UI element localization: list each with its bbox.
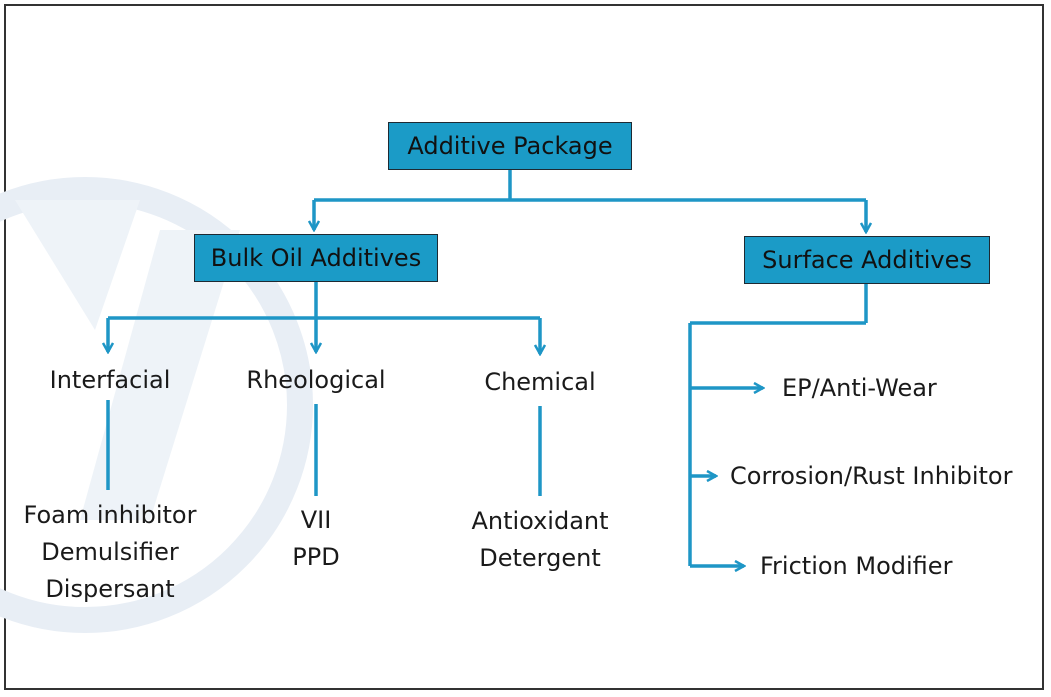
rheological-item: PPD <box>292 543 340 571</box>
additive-package-box: Additive Package <box>388 122 632 170</box>
chemical-label: Chemical <box>484 368 596 396</box>
rheological-item: VII <box>300 506 332 534</box>
bulk-oil-additives-box: Bulk Oil Additives <box>194 234 438 282</box>
corrosion-rust-inhibitor-label: Corrosion/Rust Inhibitor <box>730 462 1013 490</box>
chemical-item: Detergent <box>479 544 601 572</box>
rheological-label: Rheological <box>246 366 386 394</box>
interfacial-item: Dispersant <box>45 575 175 603</box>
bulk-oil-additives-label: Bulk Oil Additives <box>210 244 422 272</box>
chemical-item: Antioxidant <box>471 507 609 535</box>
interfacial-items: Foam inhibitor Demulsifier Dispersant <box>24 497 197 608</box>
interfacial-item: Foam inhibitor <box>23 501 197 529</box>
rheological-items: VII PPD <box>292 502 339 576</box>
ep-antiwear-label: EP/Anti-Wear <box>782 374 937 402</box>
surface-additives-box: Surface Additives <box>744 236 990 284</box>
additive-package-label: Additive Package <box>407 132 613 160</box>
surface-additives-label: Surface Additives <box>762 246 972 274</box>
interfacial-item: Demulsifier <box>41 538 179 566</box>
interfacial-label: Interfacial <box>49 366 171 394</box>
friction-modifier-label: Friction Modifier <box>760 552 953 580</box>
chemical-items: Antioxidant Detergent <box>471 503 608 577</box>
